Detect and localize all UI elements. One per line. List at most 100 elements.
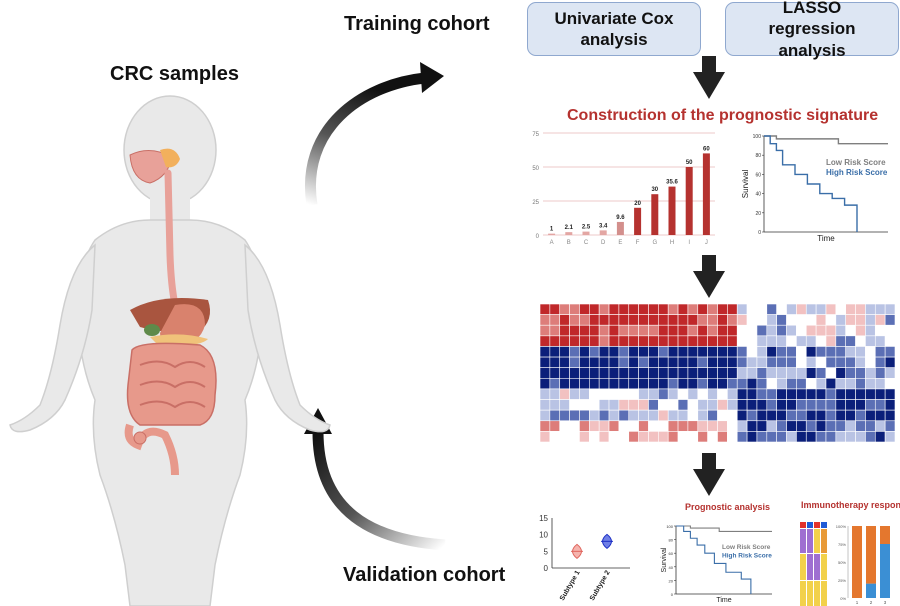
heatmap-cell xyxy=(707,378,718,390)
heatmap-cell xyxy=(796,431,807,442)
heatmap-cell xyxy=(727,314,738,326)
bar xyxy=(634,207,642,235)
heatmap-cell xyxy=(805,304,817,315)
heatmap-cell xyxy=(687,420,699,432)
heatmap-cell xyxy=(697,335,708,347)
heatmap-cell xyxy=(628,314,639,326)
heatmap-cell xyxy=(796,346,807,358)
heatmap-cell xyxy=(667,420,679,432)
y-tick-label: 0 xyxy=(544,564,549,573)
heatmap-cell xyxy=(835,335,846,347)
heatmap-cell xyxy=(549,314,561,326)
heatmap-cell xyxy=(776,420,787,432)
legend-low-risk: Low Risk Score xyxy=(722,544,771,551)
response-segment xyxy=(821,581,827,606)
heatmap-cell xyxy=(707,324,718,337)
y-tick-label: 80 xyxy=(669,538,674,543)
heatmap-cell xyxy=(677,409,689,422)
response-segment xyxy=(821,529,827,553)
heatmap-cell xyxy=(727,420,738,432)
y-tick-label: 80 xyxy=(755,153,761,159)
heatmap-cell xyxy=(658,431,669,442)
heatmap-cell xyxy=(608,431,620,442)
y-tick-label: 75% xyxy=(838,542,846,547)
x-tick-label: D xyxy=(601,240,606,246)
heatmap-cell xyxy=(717,335,728,347)
bar-value-label: 3.4 xyxy=(599,223,608,229)
heatmap-cell xyxy=(569,367,580,379)
heatmap-cell xyxy=(549,304,561,315)
heatmap-cell xyxy=(549,378,561,390)
heatmap-cell xyxy=(815,431,827,442)
heatmap-cell xyxy=(865,335,876,347)
heatmap-cell xyxy=(884,409,895,422)
heatmap-cell xyxy=(746,420,758,432)
heatmap-cell xyxy=(865,304,876,315)
heatmap-cell xyxy=(598,324,610,337)
heatmap-cell xyxy=(707,304,718,315)
heatmap-cell xyxy=(815,378,827,390)
heatmap-cell xyxy=(825,314,837,326)
bar-value-label: 50 xyxy=(686,160,693,166)
heatmap-cell xyxy=(855,409,866,422)
heatmap-cell xyxy=(796,356,807,368)
univariate-cox-box: Univariate Cox analysis xyxy=(527,2,701,56)
y-axis-label: Survival xyxy=(741,170,750,199)
heatmap-cell xyxy=(865,409,876,422)
heatmap-cell xyxy=(559,431,570,442)
heatmap-cell xyxy=(736,314,748,326)
heatmap-cell xyxy=(786,409,797,422)
heatmap-cell xyxy=(569,346,580,358)
heatmap-cell xyxy=(756,420,768,432)
heatmap-cell xyxy=(874,378,886,390)
heatmap-cell xyxy=(874,356,886,368)
heatmap-cell xyxy=(687,314,699,326)
heatmap-cell xyxy=(805,409,817,422)
y-tick-label: 25 xyxy=(532,200,539,206)
heatmap-cell xyxy=(540,431,551,442)
heatmap-cell xyxy=(736,367,748,379)
x-tick-label: Subtype 2 xyxy=(589,569,612,602)
oral-cavity xyxy=(129,150,173,184)
heatmap-cell xyxy=(717,324,728,337)
heatmap-cell xyxy=(756,346,768,358)
heatmap-cell xyxy=(598,346,610,358)
heatmap-cell xyxy=(598,431,610,442)
heatmap-cell xyxy=(697,356,708,368)
heatmap-cell xyxy=(618,378,630,390)
heatmap-cell xyxy=(874,314,886,326)
bar-value-label: 60 xyxy=(703,146,710,152)
heatmap-cell xyxy=(618,409,630,422)
heatmap-cell xyxy=(628,388,639,400)
heatmap-cell xyxy=(766,378,777,390)
heatmap-cell xyxy=(628,304,639,315)
heatmap-cell xyxy=(559,409,570,422)
y-tick-label: 0 xyxy=(671,592,674,597)
heatmap-cell xyxy=(608,409,620,422)
heatmap-cell xyxy=(756,409,768,422)
heatmap-cell xyxy=(569,314,580,326)
heatmap-cell xyxy=(540,314,551,326)
heatmap-cell xyxy=(776,304,787,315)
y-tick-label: 60 xyxy=(669,551,674,556)
heatmap-cell xyxy=(658,346,669,358)
heatmap-cell xyxy=(874,399,886,411)
lasso-box: LASSO regression analysis xyxy=(725,0,899,60)
heatmap-cell xyxy=(805,346,817,358)
x-axis-label: Time xyxy=(716,597,731,604)
heatmap-cell xyxy=(776,378,787,390)
heatmap-cell xyxy=(835,409,846,422)
heatmap-cell xyxy=(727,409,738,422)
response-segment xyxy=(814,529,820,553)
heatmap-cell xyxy=(717,314,728,326)
heatmap-cell xyxy=(717,367,728,379)
survival-line-high xyxy=(764,135,858,232)
heatmap-cell xyxy=(776,431,787,442)
heatmap-cell xyxy=(736,356,748,368)
heatmap-cell xyxy=(727,346,738,358)
heatmap-cell xyxy=(628,324,639,337)
heatmap-cell xyxy=(835,324,846,337)
heatmap-cell xyxy=(658,324,669,337)
heatmap-cell xyxy=(697,346,708,358)
heatmap-cell xyxy=(589,346,600,358)
